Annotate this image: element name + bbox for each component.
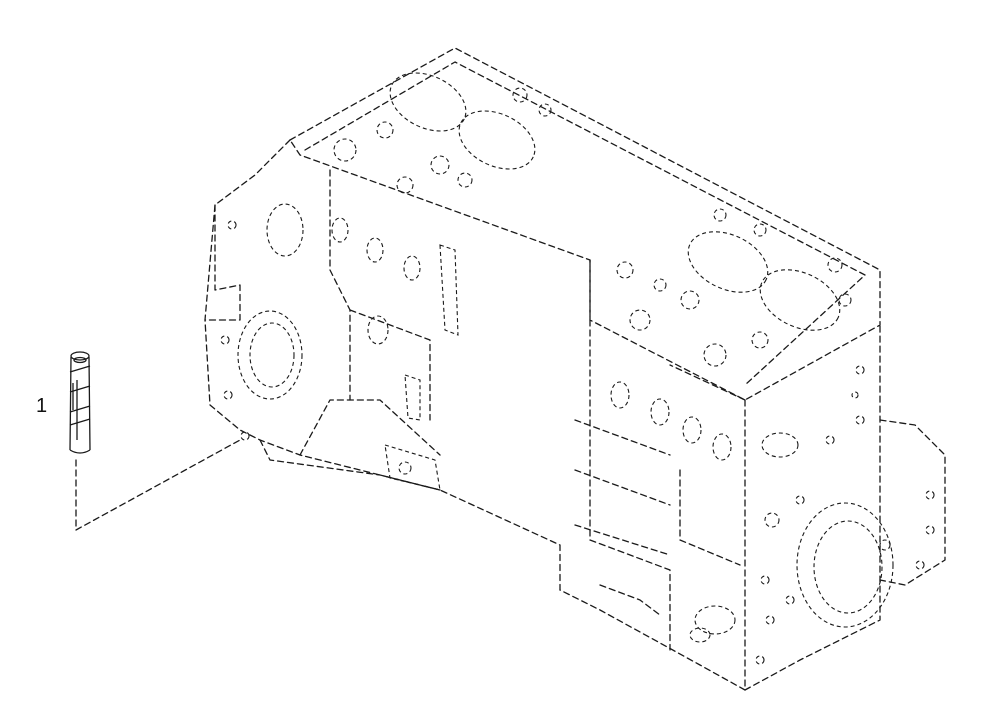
assembly-leader-line — [75, 439, 241, 531]
front-face-ports — [331, 217, 732, 461]
front-end-crank-bore — [755, 365, 935, 665]
rear-housing-bores — [220, 203, 304, 441]
callout-label-part-1: 1 — [36, 395, 48, 417]
cylinder-bores — [389, 72, 841, 331]
part-1-dowel-pin — [69, 351, 91, 454]
deck-holes — [333, 87, 852, 367]
lower-flange-details — [367, 315, 736, 643]
engine-block-outline — [204, 47, 946, 691]
